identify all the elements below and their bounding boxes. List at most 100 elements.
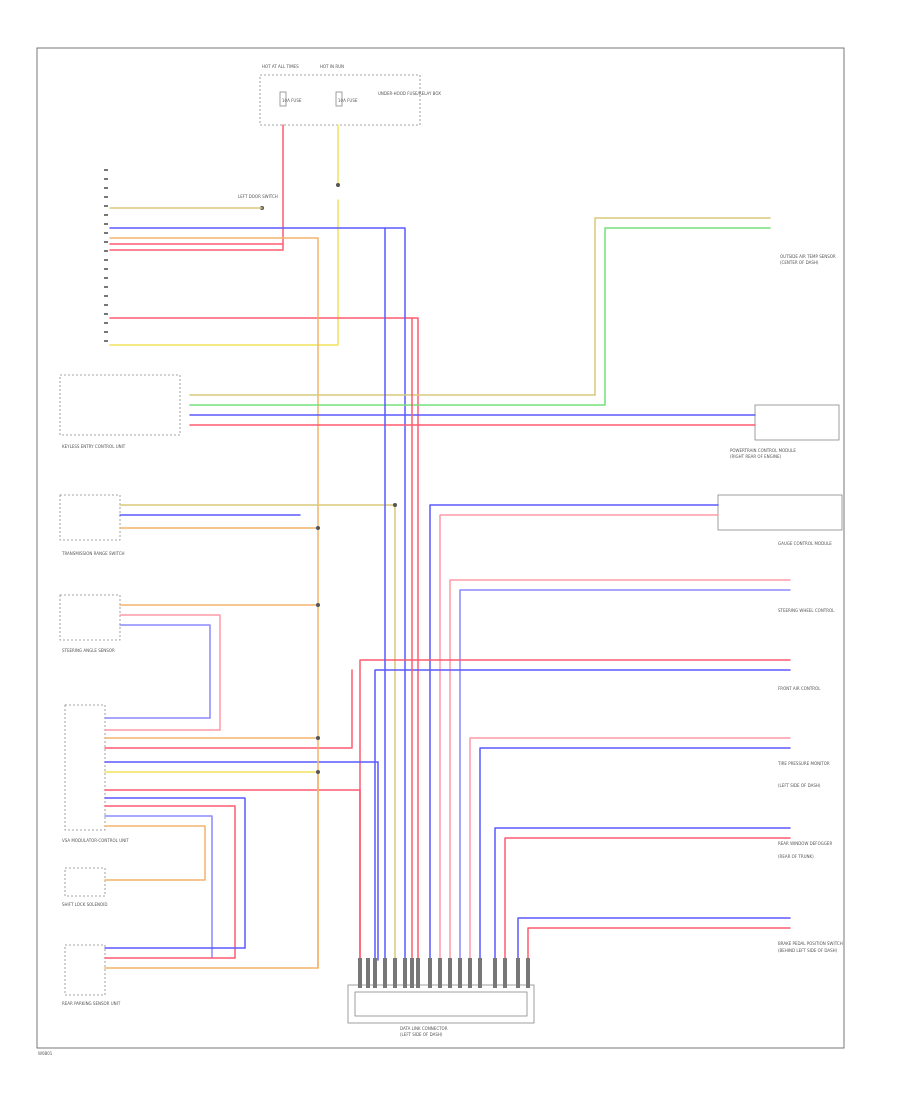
transmission-label: TRANSMISSION RANGE SWITCH <box>61 551 125 556</box>
connector-pin <box>104 286 108 288</box>
wire-lblue-right-4 <box>459 589 791 961</box>
wire-red-right-8 <box>527 927 791 961</box>
diagram-frame <box>36 47 845 1049</box>
connector-pin <box>503 958 507 988</box>
rear-unit-box <box>64 944 106 996</box>
connector-pin <box>383 958 387 988</box>
right-2-label: POWERTRAIN CONTROL MODULE <box>730 448 796 453</box>
connector-pin <box>516 958 520 988</box>
wire-pink-right-6 <box>469 737 791 961</box>
wire-red-right-7 <box>504 837 791 961</box>
connector-sublabel: (LEFT SIDE OF DASH) <box>400 1032 443 1037</box>
splice <box>316 736 320 740</box>
wire-tan-right-1 <box>189 217 771 396</box>
splice <box>393 503 397 507</box>
wire-blue-right-7 <box>494 827 791 961</box>
connector-pin <box>104 313 108 315</box>
right-2-sublabel: (RIGHT REAR OF ENGINE) <box>730 454 781 459</box>
connector-pin <box>366 958 370 988</box>
wire-red-fuse-feed <box>109 124 284 251</box>
right-7-sublabel: (REAR OF TRUNK) <box>778 854 814 859</box>
wire-blue-right-3 <box>429 504 719 961</box>
connector-body <box>347 984 535 1024</box>
splices <box>316 183 397 774</box>
wire-blue-abs-2 <box>104 797 246 949</box>
connector-pin <box>104 331 108 333</box>
wire-red-right-5 <box>359 659 791 961</box>
entry-device-label: KEYLESS ENTRY CONTROL UNIT <box>62 444 126 449</box>
wire-yellow-feed-down <box>109 199 339 346</box>
wire-blue-right-6 <box>479 747 791 961</box>
hot-at-all-times-label: HOT AT ALL TIMES <box>262 64 299 69</box>
fuse-2-label: 10A FUSE <box>338 98 358 103</box>
connector-pins <box>358 958 530 988</box>
connector-pin <box>428 958 432 988</box>
wire-red-abs-3 <box>104 805 236 959</box>
fuse-box-name: UNDER-HOOD FUSE/RELAY BOX <box>378 91 441 96</box>
right-6-sublabel: (LEFT SIDE OF DASH) <box>778 783 821 788</box>
connector-pin <box>104 232 108 234</box>
connector-pin <box>104 304 108 306</box>
connector-pin <box>104 205 108 207</box>
connector-pin <box>104 187 108 189</box>
wire-pink-right-4 <box>449 579 791 961</box>
wire-lblue-abs-3 <box>104 815 213 959</box>
wire-orange-abs-3 <box>104 825 206 881</box>
connector-pin <box>493 958 497 988</box>
right-4-label: STEERING WHEEL CONTROL <box>778 608 835 613</box>
connector-pin <box>104 250 108 252</box>
fuse-box-outline <box>259 74 421 126</box>
entry-device-box <box>59 374 181 436</box>
connector-pin <box>104 277 108 279</box>
splice <box>336 183 340 187</box>
connector-pin <box>416 958 420 988</box>
splice <box>316 526 320 530</box>
connector-pin <box>458 958 462 988</box>
steering-sensor-box <box>59 594 121 641</box>
wire-pink-steering <box>119 614 221 731</box>
steering-sensor-label: STEERING ANGLE SENSOR <box>62 648 115 653</box>
connector-pin <box>410 958 414 988</box>
wire-green-right-1 <box>189 227 771 406</box>
connector-pin <box>104 268 108 270</box>
connector-pin <box>393 958 397 988</box>
wire-tan-transmission <box>119 504 396 961</box>
connector-pin <box>478 958 482 988</box>
splice <box>316 603 320 607</box>
connector-pin <box>448 958 452 988</box>
right-1-sublabel: (CENTER OF DASH) <box>780 260 819 265</box>
right-5-label: FRONT AIR CONTROL <box>778 686 821 691</box>
wire-lblue-steering <box>119 624 211 719</box>
connector-pin <box>104 322 108 324</box>
connector-pin <box>104 241 108 243</box>
connector-pin <box>104 196 108 198</box>
left-components: KEYLESS ENTRY CONTROL UNIT TRANSMISSION … <box>59 374 181 1006</box>
wire-red-to-right-3 <box>109 317 419 961</box>
fuse-1 <box>279 91 287 107</box>
connector-pin <box>104 169 108 171</box>
rear-unit-label: REAR PARKING SENSOR UNIT <box>62 1001 121 1006</box>
splice <box>316 770 320 774</box>
fuse-1-label: 10A FUSE <box>282 98 302 103</box>
right-2-box <box>754 404 840 441</box>
left-door-label: LEFT DOOR SWITCH <box>238 194 278 199</box>
connector-inner <box>354 991 528 1017</box>
right-3-label: GAUGE CONTROL MODULE <box>778 541 832 546</box>
right-8-sublabel: (BEHIND LEFT SIDE OF DASH) <box>778 948 838 953</box>
connector-pin <box>104 223 108 225</box>
fuse-box: HOT AT ALL TIMES HOT IN RUN 10A FUSE 10A… <box>259 64 441 126</box>
shift-unit-label: SHIFT LOCK SOLENOID <box>62 902 107 907</box>
hot-in-run-label: HOT IN RUN <box>320 64 344 69</box>
abs-unit-box <box>64 704 106 831</box>
connector-pin <box>526 958 530 988</box>
wire-red-abs-1 <box>104 669 353 749</box>
transmission-box <box>59 494 121 541</box>
right-6-label: TIRE PRESSURE MONITOR <box>777 761 830 766</box>
connector-label: DATA LINK CONNECTOR <box>400 1026 448 1031</box>
wire-blue-right-8 <box>517 917 791 961</box>
wires <box>104 124 791 969</box>
connector-pin <box>104 259 108 261</box>
right-7-label: REAR WINDOW DEFOGGER <box>778 841 832 846</box>
connector-pin <box>403 958 407 988</box>
